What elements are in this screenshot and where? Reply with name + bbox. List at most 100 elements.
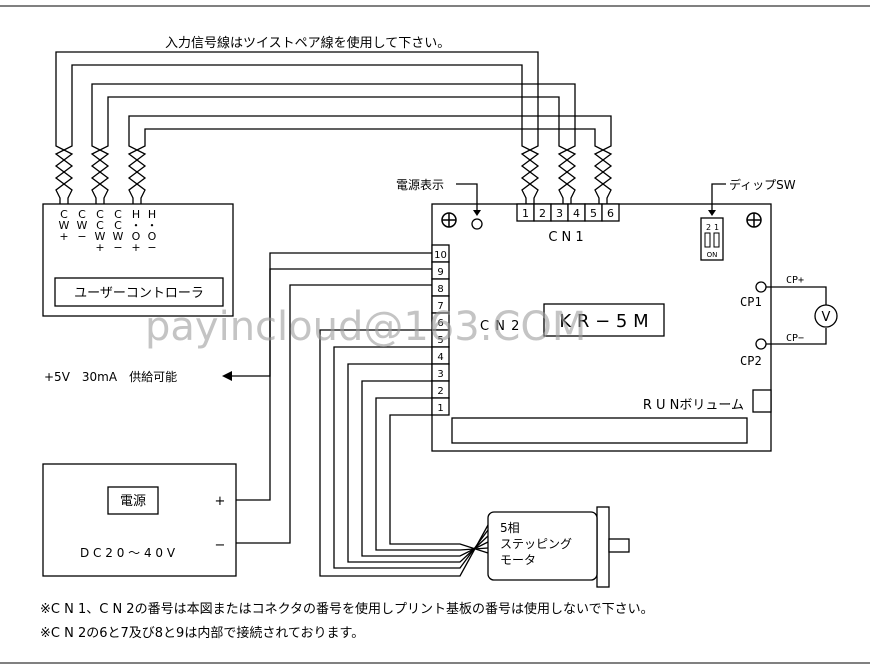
motor-body (487, 511, 598, 581)
controller-pin-char: + (95, 241, 104, 254)
user-controller-label: ユーザーコントローラ (74, 286, 204, 301)
controller-pin-char: + (59, 230, 68, 243)
motor-wire (361, 380, 489, 557)
power-minus-wire (236, 284, 432, 544)
controller-pin-char: C (114, 208, 122, 221)
controller-pin-char: − (147, 241, 156, 254)
voltmeter-symbol: V (822, 310, 831, 325)
cp1-terminal-icon (755, 281, 767, 293)
controller-pin-char: O (132, 230, 141, 243)
twisted-wire (90, 96, 577, 204)
dip-switch-lever (704, 232, 711, 248)
mount-hole-icon (746, 212, 762, 228)
cn1-pin-number: 6 (607, 207, 614, 220)
cn1-pin-number: 1 (522, 207, 529, 220)
dip-switch-num-1: 1 (714, 223, 719, 232)
cp2-label: CP2 (740, 354, 762, 368)
cn1-pin-number: 2 (539, 207, 546, 220)
cn2-pin-number: 9 (437, 267, 443, 278)
power-supply-minus: − (215, 538, 226, 553)
user-controller-label-box (54, 277, 224, 307)
controller-pin-char: H (148, 208, 156, 221)
cn2-pin-number: 1 (437, 403, 443, 414)
dip-switch-lever (713, 232, 720, 248)
controller-pin-char: C (96, 219, 104, 232)
cp-plus-wire (766, 286, 827, 305)
note-connector-numbering: ※C N 1、C N 2の番号は本図またはコネクタの番号を使用しプリント基板の番… (40, 601, 654, 617)
cn1-pin-number: 4 (573, 207, 580, 220)
cn1-pin-number: 3 (556, 207, 563, 220)
power-led-leader (456, 183, 478, 214)
twisted-wire (54, 51, 540, 204)
voltmeter: V CP+ CP− (766, 275, 838, 345)
twisted-wire (90, 83, 577, 204)
motor-wire (319, 329, 489, 577)
cn1-pin (601, 203, 620, 222)
run-volume-knob (752, 389, 772, 413)
dip-switch-num-2: 2 (706, 223, 711, 232)
twisted-wire (54, 64, 540, 204)
supply-5v-label: +5V 30mA 供給可能 (44, 370, 177, 384)
controller-pin-char: C (60, 208, 68, 221)
cp2-terminal-icon (755, 338, 767, 350)
power-supply: 電源 + − D C 2 0 〜 4 0 V (42, 463, 237, 577)
controller-pin-char: − (77, 230, 86, 243)
cn2-pin-number: 10 (434, 250, 447, 261)
cn2-label: C N 2 (480, 319, 520, 334)
controller-pin-char: ・ (131, 219, 142, 232)
model-name: K R − 5 M (559, 311, 648, 332)
controller-pin-char: W (77, 219, 88, 232)
dip-switch: 2 1 ON ディップSW (700, 177, 796, 261)
voltmeter-icon (814, 304, 838, 328)
motor-wire (347, 363, 489, 563)
twisted-pair-wires (54, 51, 613, 204)
motor-wire (389, 414, 489, 554)
watermark-text: payincloud@163.COM (145, 304, 586, 350)
controller-pin-char: C (114, 219, 122, 232)
cn2-pin-number: 5 (437, 335, 443, 346)
power-supply-range: D C 2 0 〜 4 0 V (80, 546, 176, 560)
power-indicator-label: 電源表示 (396, 178, 444, 192)
power-supply-plus: + (215, 494, 226, 509)
cn2-pin-number: 2 (437, 386, 443, 397)
board-edge-connector (451, 417, 748, 444)
cn2-pin-number: 6 (437, 318, 443, 329)
cp1-label: CP1 (740, 295, 762, 309)
motor-wires (319, 329, 489, 577)
controller-pin-char: C (96, 208, 104, 221)
cp-minus-label: CP− (786, 333, 804, 344)
dip-switch-label: ディップSW (729, 177, 796, 192)
motor-line-2: ステッピング (500, 537, 572, 551)
motor-flange (596, 506, 610, 588)
dip-switch-leader (711, 183, 726, 212)
power-led-icon (471, 218, 483, 230)
cp-minus-wire (766, 328, 827, 345)
note-internal-connection: ※C N 2の6と7及び8と9は内部で接続されております。 (40, 625, 364, 641)
controller-pin-char: + (131, 241, 140, 254)
model-name-box (543, 303, 665, 337)
twisted-wire (127, 128, 613, 204)
controller-pin-char: − (113, 241, 122, 254)
controller-pin-char: ・ (147, 219, 158, 232)
cn2-pin-number: 7 (437, 301, 443, 312)
power-plus-wire (236, 268, 432, 501)
power-supply-box (42, 463, 237, 577)
cn1-pin-number: 5 (590, 207, 597, 220)
motor-line-3: モータ (500, 553, 536, 567)
cn1-label: C N 1 (548, 230, 583, 245)
controller-pin-char: W (59, 219, 70, 232)
dip-switch-on-label: ON (707, 251, 718, 259)
controller-pin-char: W (113, 230, 124, 243)
controller-pin-char: W (95, 230, 106, 243)
run-volume-label: R U Nボリューム (643, 398, 744, 413)
cn2-pin (431, 397, 450, 416)
controller-pin-char: C (78, 208, 86, 221)
cn2-pin-number: 4 (437, 352, 443, 363)
motor-wire (333, 346, 489, 569)
dip-switch-body (700, 217, 724, 261)
cp-plus-label: CP+ (786, 275, 804, 286)
controller-pin-char: O (148, 230, 157, 243)
